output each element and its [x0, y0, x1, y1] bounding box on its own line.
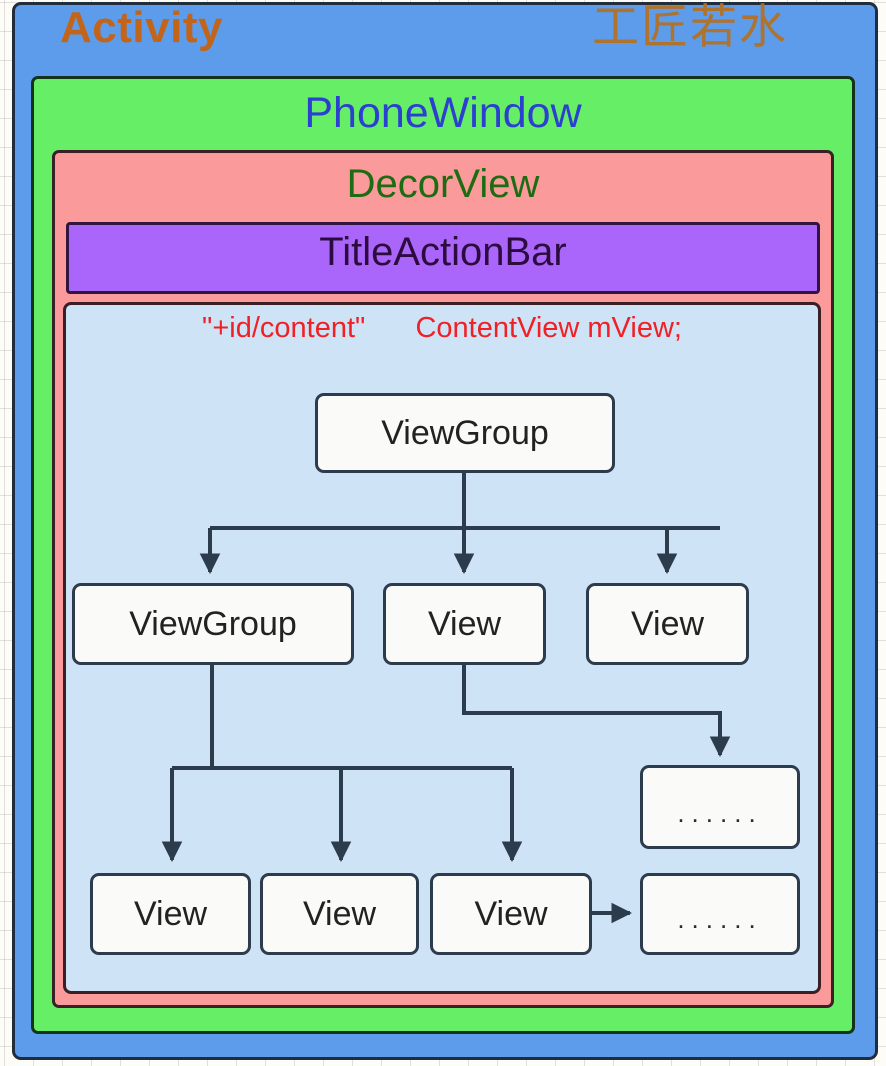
node-viewgroup-root[interactable]: ViewGroup [315, 393, 615, 473]
node-view-row3-b[interactable]: View [260, 873, 419, 955]
titleactionbar-layer-panel [66, 222, 820, 294]
node-view-row3-c[interactable]: View [430, 873, 592, 955]
node-view-row3-a[interactable]: View [90, 873, 251, 955]
activity-label: Activity [60, 3, 223, 52]
content-view-text: ContentView mView; [415, 312, 682, 344]
contentview-annotation: "+id/content" ContentView mView; [63, 314, 821, 343]
node-ellipsis-upper[interactable]: ...... [640, 765, 800, 849]
node-viewgroup-child[interactable]: ViewGroup [72, 583, 354, 665]
node-ellipsis-lower[interactable]: ...... [640, 873, 800, 955]
node-view-row2-b[interactable]: View [586, 583, 749, 665]
content-id-text: "+id/content" [202, 312, 366, 344]
titleactionbar-label: TitleActionBar [319, 230, 567, 274]
phonewindow-label: PhoneWindow [304, 89, 582, 137]
watermark-label: 工匠若水 [592, 0, 788, 55]
decorview-label: DecorView [346, 162, 540, 206]
node-view-row2-a[interactable]: View [383, 583, 546, 665]
